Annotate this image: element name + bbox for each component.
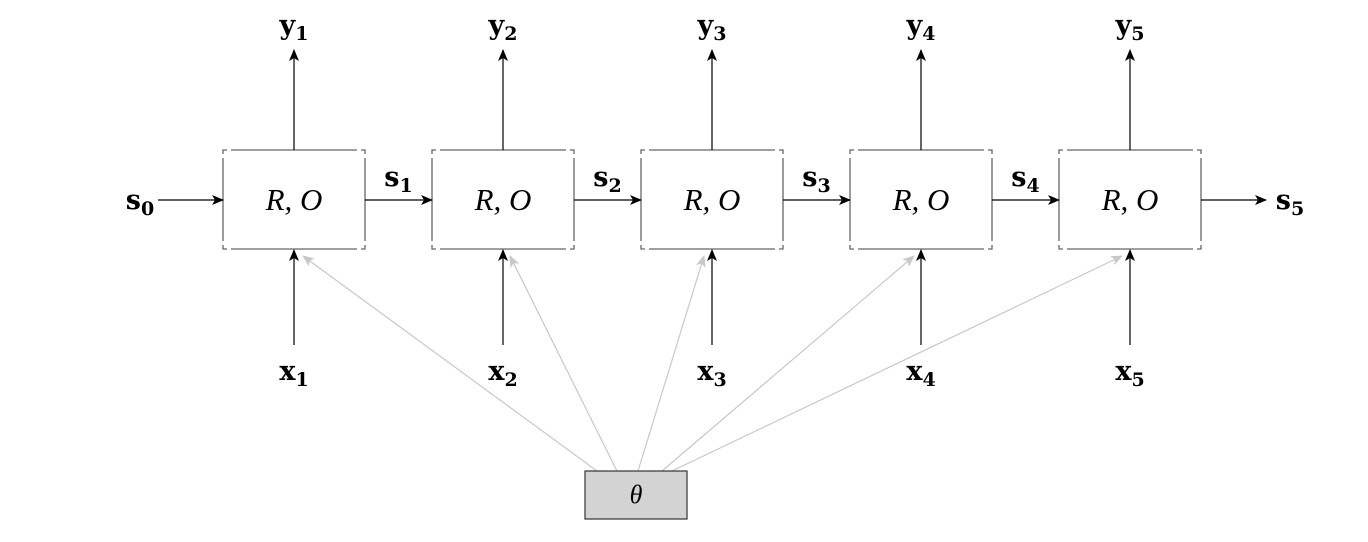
cell-corner-mark: [570, 245, 575, 250]
output-label-base: y: [1115, 10, 1133, 41]
input-label: x3: [697, 356, 726, 391]
output-label-base: y: [697, 10, 715, 41]
parameter-arrow-to-cell-3: [637, 255, 706, 472]
state-label-subscript: 4: [1026, 175, 1039, 197]
parameter-arrow-to-cell-2: [509, 255, 618, 472]
input-label-base: x: [488, 356, 505, 387]
cell-label: R, O: [892, 182, 950, 217]
rnn-cell: R, O: [431, 149, 575, 250]
output-label: y5: [1115, 10, 1145, 45]
output-label: y3: [697, 10, 727, 45]
state-label-subscript: 2: [608, 175, 621, 197]
cell-corner-mark: [1058, 245, 1063, 250]
cell-corner-mark: [849, 245, 854, 250]
parameter-label: θ: [630, 480, 643, 509]
rnn-cell: R, O: [1058, 149, 1202, 250]
input-label-subscript: 4: [922, 369, 935, 391]
state-label: s3: [802, 162, 830, 197]
input-label: x1: [279, 356, 308, 391]
output-label-base: y: [488, 10, 506, 41]
state-label: s2: [593, 162, 621, 197]
state-label: s1: [384, 162, 412, 197]
output-label-subscript: 2: [504, 23, 517, 45]
state-label-base: s: [593, 162, 608, 193]
input-label-subscript: 3: [713, 369, 726, 391]
cell-corner-mark: [640, 149, 645, 154]
cell-label: R, O: [474, 182, 532, 217]
cell-corner-mark: [988, 245, 993, 250]
state-label-base: s: [802, 162, 817, 193]
output-label-subscript: 1: [295, 23, 308, 45]
cell-corner-mark: [431, 149, 436, 154]
rnn-cell: R, O: [222, 149, 366, 250]
cell-corner-mark: [222, 245, 227, 250]
parameter-arrow-to-cell-4: [661, 255, 915, 472]
cell-label: R, O: [265, 182, 323, 217]
input-label: x4: [906, 356, 935, 391]
output-label-subscript: 3: [713, 23, 726, 45]
cell-corner-mark: [361, 149, 366, 154]
output-label: y4: [906, 10, 936, 45]
input-label-subscript: 1: [295, 369, 308, 391]
cell-corner-mark: [1197, 149, 1202, 154]
cell-corner-mark: [988, 149, 993, 154]
parameter-box: [584, 470, 688, 520]
cell-corner-mark: [570, 149, 575, 154]
input-label-subscript: 5: [1131, 369, 1144, 391]
output-label-subscript: 4: [922, 23, 935, 45]
cell-corner-mark: [779, 245, 784, 250]
state-label-subscript: 0: [141, 198, 154, 220]
cell-corner-mark: [1058, 149, 1063, 154]
state-label-base: s: [126, 185, 141, 216]
cell-label: R, O: [1101, 182, 1159, 217]
cell-corner-mark: [849, 149, 854, 154]
state-label-base: s: [1011, 162, 1026, 193]
state-label-subscript: 1: [399, 175, 412, 197]
cell-corner-mark: [222, 149, 227, 154]
input-label-base: x: [279, 356, 296, 387]
input-label-base: x: [1115, 356, 1132, 387]
parameter-arrow-to-cell-5: [671, 255, 1123, 472]
rnn-cell: R, O: [640, 149, 784, 250]
output-label: y1: [279, 10, 309, 45]
input-label-subscript: 2: [504, 369, 517, 391]
state-label: s4: [1011, 162, 1039, 197]
input-label-base: x: [906, 356, 923, 387]
shared-parameter-arrows: [302, 255, 1123, 472]
output-label: y2: [488, 10, 518, 45]
cell-corner-mark: [431, 245, 436, 250]
input-label-base: x: [697, 356, 714, 387]
cell-corner-mark: [640, 245, 645, 250]
state-label-subscript: 5: [1291, 198, 1304, 220]
input-label: x5: [1115, 356, 1144, 391]
input-label: x2: [488, 356, 517, 391]
cell-corner-mark: [1197, 245, 1202, 250]
parameter-node: θ: [584, 470, 688, 520]
state-label-base: s: [1276, 185, 1291, 216]
output-label-base: y: [906, 10, 924, 41]
parameter-arrow-to-cell-1: [302, 255, 598, 472]
output-label-base: y: [279, 10, 297, 41]
output-label-subscript: 5: [1131, 23, 1144, 45]
state-label-base: s: [384, 162, 399, 193]
state-label: s0: [126, 185, 154, 220]
cell-corner-mark: [779, 149, 784, 154]
state-label-subscript: 3: [817, 175, 830, 197]
cell-label: R, O: [683, 182, 741, 217]
state-label: s5: [1276, 185, 1304, 220]
cell-corner-mark: [361, 245, 366, 250]
rnn-cell: R, O: [849, 149, 993, 250]
